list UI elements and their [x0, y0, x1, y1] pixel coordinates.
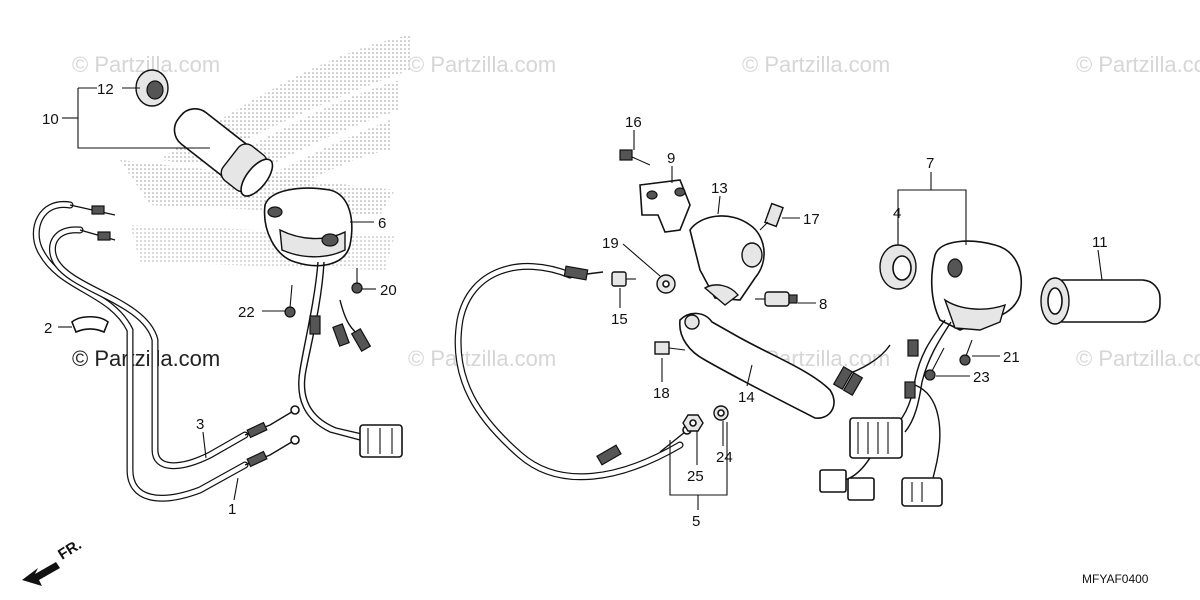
- connector-small: [819, 469, 847, 493]
- watermarks: © Partzilla.com © Partzilla.com © Partzi…: [72, 52, 1200, 371]
- front-arrow-icon: [22, 562, 60, 586]
- bolt-18: [654, 341, 686, 355]
- watermark-text: © Partzilla.com: [408, 52, 556, 77]
- throttle-grip: [173, 108, 274, 197]
- screw-22: [284, 284, 296, 318]
- screw-20: [351, 268, 363, 294]
- adjuster-19: [656, 274, 676, 294]
- callout-19: 19: [602, 235, 619, 252]
- right-grip-11: [1040, 277, 1161, 325]
- washer-24: [713, 405, 729, 421]
- holder-9: [639, 179, 691, 233]
- bolt-16: [619, 149, 651, 166]
- callout-3: 3: [196, 416, 204, 433]
- watermark-text: © Partzilla.com: [742, 52, 890, 77]
- connector-right: [849, 417, 903, 459]
- callout-leaders: [58, 87, 1103, 510]
- callout-20: 20: [380, 282, 397, 299]
- throttle-grip-group: [32, 69, 403, 502]
- left-switch-housing: [263, 187, 353, 267]
- callout-7: 7: [926, 155, 934, 172]
- callout-1: 1: [228, 501, 236, 518]
- callout-15: 15: [611, 311, 628, 328]
- cable-clip: [71, 315, 109, 334]
- callout-9: 9: [667, 150, 675, 167]
- clutch-lever-14: [679, 312, 835, 419]
- watermark-text-dark: © Partzilla.com: [72, 346, 220, 371]
- part-4-ring: [879, 244, 917, 290]
- watermark-text: © Partzilla.com: [1076, 52, 1200, 77]
- callout-8: 8: [819, 296, 827, 313]
- callout-14: 14: [738, 389, 755, 406]
- watermark-text: © Partzilla.com: [408, 346, 556, 371]
- callout-4: 4: [893, 205, 901, 222]
- clutch-lever-group: [454, 149, 835, 481]
- clutch-switch-8: [755, 291, 798, 307]
- callout-17: 17: [803, 211, 820, 228]
- callout-16: 16: [625, 114, 642, 131]
- right-switch-group: [819, 240, 1161, 507]
- callout-11: 11: [1092, 234, 1108, 251]
- throttle-cables: [32, 201, 300, 502]
- callout-2: 2: [44, 320, 52, 337]
- callout-12: 12: [97, 81, 114, 98]
- callout-21: 21: [1003, 349, 1020, 366]
- callout-6: 6: [378, 215, 386, 232]
- front-direction-marker: FR.: [22, 536, 85, 586]
- callout-numbers: 10 12 6 20 22 2 3 1 16 9 13 17 19 15 8 1…: [42, 81, 1108, 530]
- callout-5: 5: [692, 513, 700, 530]
- callout-10: 10: [42, 111, 59, 128]
- lever-bracket-13: [689, 215, 765, 301]
- nut-25: [682, 414, 704, 432]
- callout-23: 23: [973, 369, 990, 386]
- watermark-text: © Partzilla.com: [1076, 346, 1200, 371]
- connector-left: [359, 424, 403, 458]
- screw-21: [959, 339, 973, 366]
- callout-24: 24: [716, 449, 733, 466]
- front-label: FR.: [55, 536, 85, 563]
- connector-small: [847, 477, 875, 501]
- callout-22: 22: [238, 304, 255, 321]
- screw-23: [924, 347, 945, 381]
- adjuster-15: [611, 271, 636, 287]
- part-12-ring: [135, 69, 169, 107]
- callout-13: 13: [711, 180, 728, 197]
- callout-18: 18: [653, 385, 670, 402]
- callout-25: 25: [687, 468, 704, 485]
- diagram-code: MFYAF0400: [1082, 572, 1149, 586]
- bolt-17: [759, 202, 784, 231]
